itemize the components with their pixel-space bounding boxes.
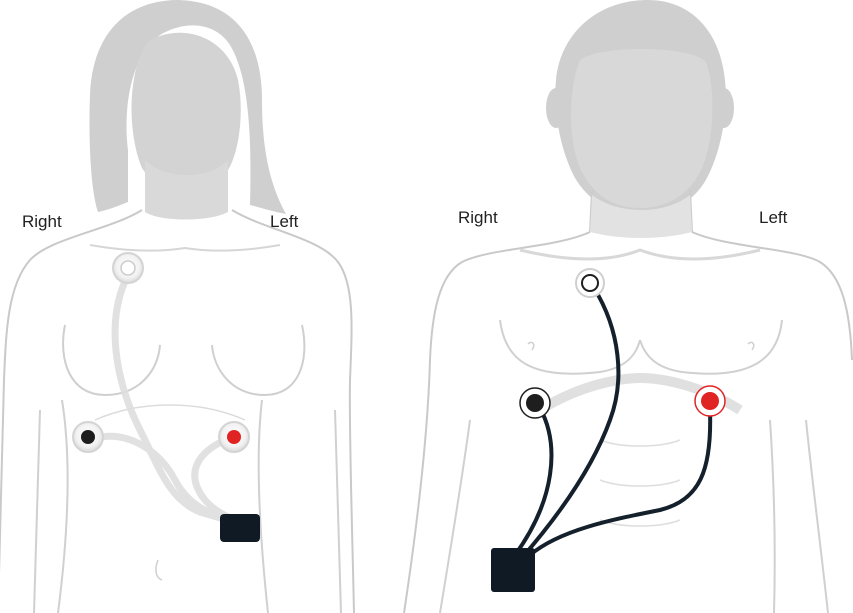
male-label-left: Left [759, 208, 787, 228]
female-cables [95, 275, 240, 526]
female-arm-line-right [34, 410, 40, 613]
male-monitor-device [491, 548, 535, 592]
male-label-right: Right [458, 208, 498, 228]
female-arm-line-left [335, 410, 341, 613]
male-pec-left [640, 320, 782, 374]
female-red-electrode [219, 422, 249, 452]
female-label-left: Left [270, 212, 298, 232]
male-ear-left [714, 88, 734, 128]
female-figure [0, 0, 354, 613]
female-breast-right [63, 325, 160, 395]
female-waist-right [58, 400, 68, 613]
male-nipple-right [528, 342, 534, 350]
male-ear-right [546, 88, 566, 128]
female-ribs [95, 405, 245, 420]
male-figure [404, 0, 852, 613]
male-torso-outline-left [692, 232, 852, 360]
male-face [571, 49, 712, 208]
male-nipple-left [748, 342, 754, 350]
female-label-right: Right [22, 212, 62, 232]
female-navel [156, 560, 162, 580]
male-cable-black [515, 408, 551, 555]
male-collarbone [520, 250, 760, 259]
female-breast-left [212, 325, 304, 395]
male-waist-left [770, 420, 775, 613]
male-arm-line-left [806, 420, 828, 613]
female-white-electrode [113, 253, 143, 283]
male-white-electrode [576, 269, 604, 297]
female-monitor-device [220, 514, 260, 542]
female-collar [90, 245, 280, 251]
male-cable-red [530, 410, 710, 555]
female-black-electrode [73, 422, 103, 452]
male-cables [515, 288, 710, 560]
male-red-electrode [695, 386, 725, 416]
male-black-electrode [520, 388, 550, 418]
male-arm-line-right [440, 420, 470, 613]
female-waist-left [259, 400, 268, 613]
